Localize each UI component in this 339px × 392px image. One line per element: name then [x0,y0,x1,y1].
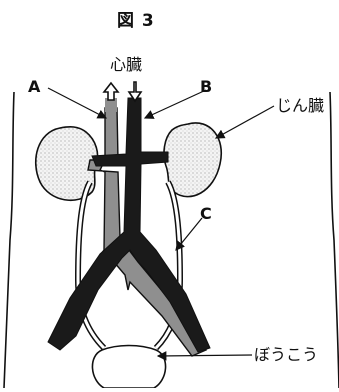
label-a: A [28,79,40,95]
label-c: C [200,206,212,222]
label-bladder: ぼうこう [254,347,318,363]
label-kidney: じん臓 [276,98,324,114]
leader-b [145,90,206,118]
label-heart: 心臓 [110,57,142,73]
figure-title: 図 3 [117,13,155,30]
leader-kidney [216,106,274,138]
label-b: B [200,79,212,95]
leader-bladder [158,355,252,356]
up-arrow-icon [104,83,118,100]
bladder [92,346,165,389]
leader-a [48,88,106,118]
